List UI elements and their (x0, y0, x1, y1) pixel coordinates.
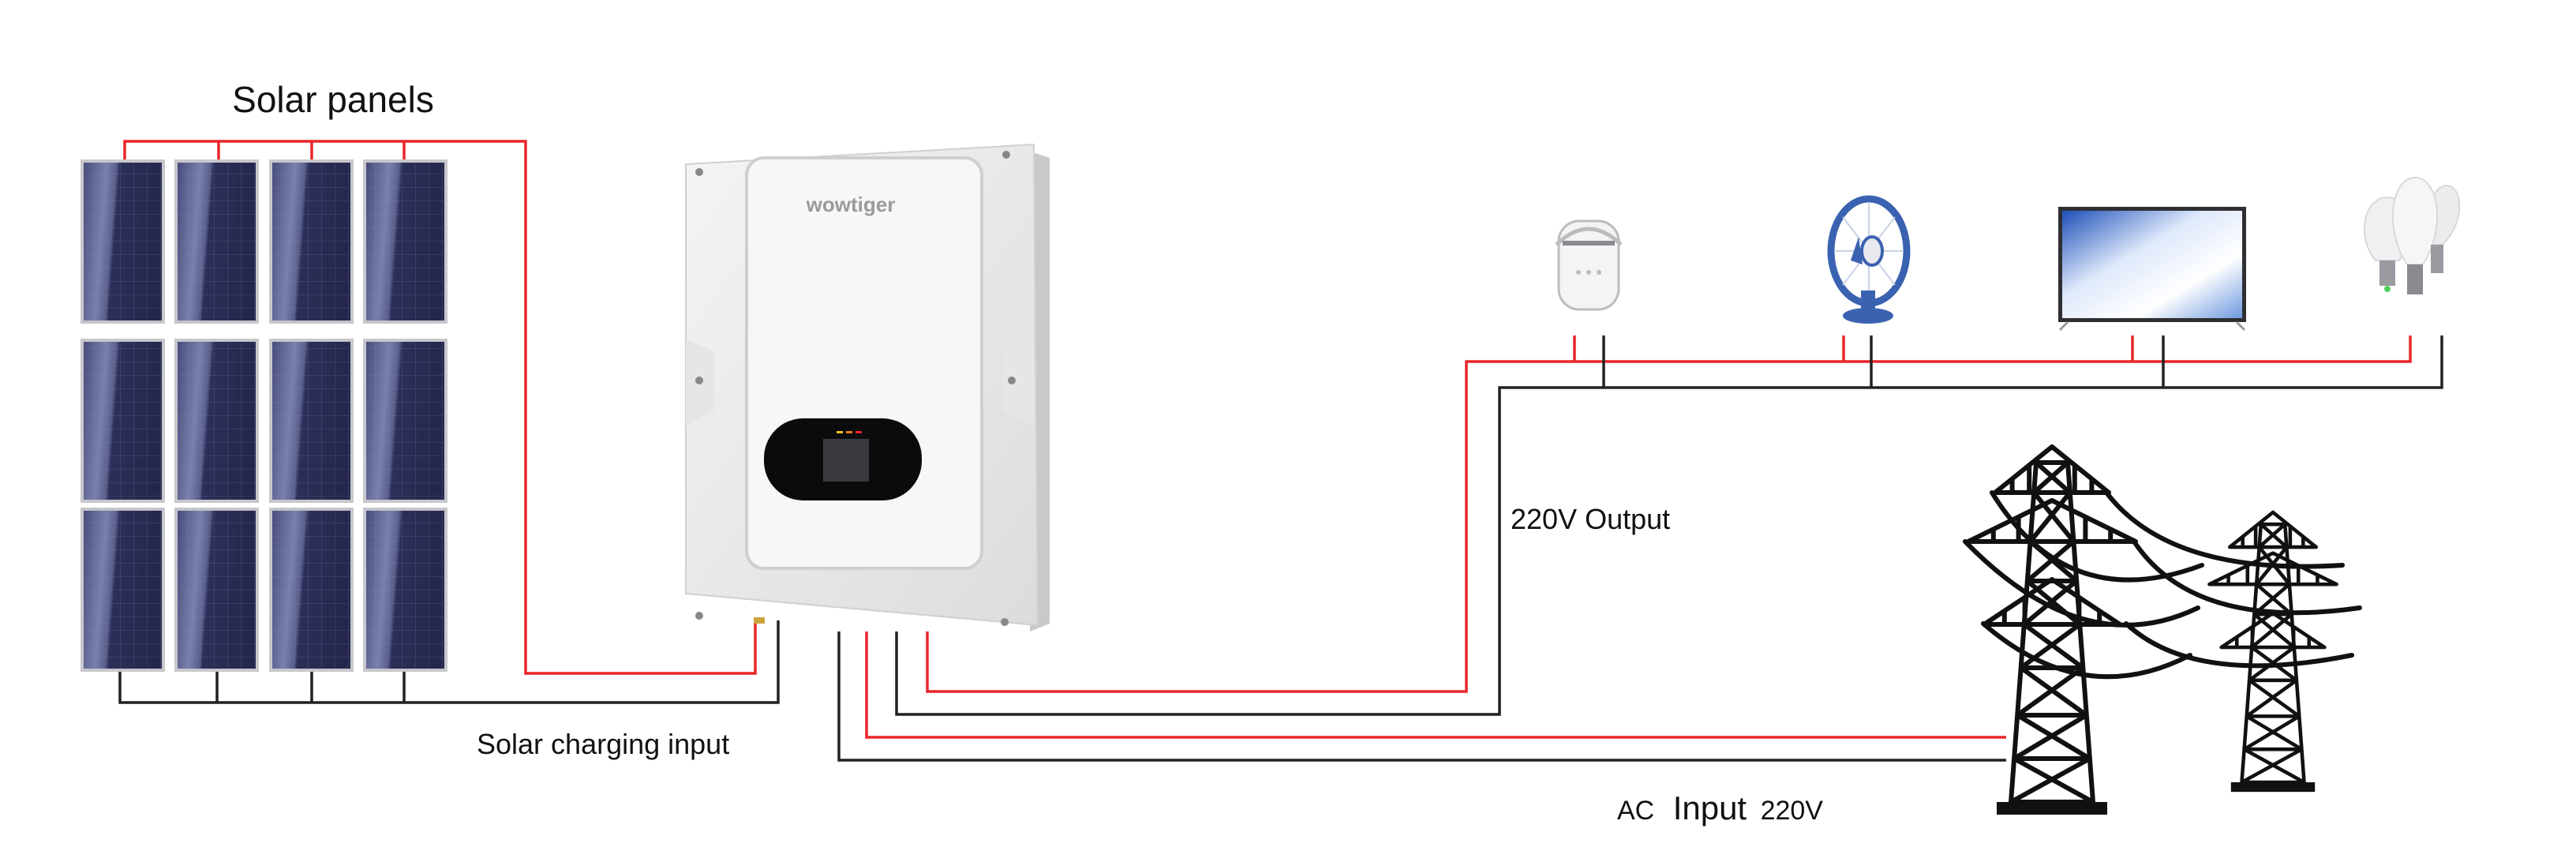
solar-panel (174, 339, 259, 503)
solar-panel (269, 339, 354, 503)
solar-panel (363, 339, 447, 503)
solar-panel (174, 159, 259, 324)
transmission-tower-small (2207, 510, 2338, 793)
solar-positive-wiring (123, 140, 757, 675)
rice-cooker-icon (1555, 219, 1623, 311)
solar-panel (363, 508, 447, 672)
solar-charging-input-label: Solar charging input (477, 728, 729, 760)
inverter: wowtiger (685, 143, 1050, 632)
light-bulbs-icon (2363, 176, 2461, 294)
output-label: 220V Output (1511, 503, 1670, 535)
tower-lattice (1966, 444, 2138, 804)
ac-prefix: AC (1617, 796, 1654, 826)
inverter-brand-logo: wowtiger (806, 193, 896, 216)
solar-panel (269, 508, 354, 672)
ac-voltage: 220V (1761, 796, 1824, 826)
transmission-tower-large (1966, 444, 2138, 815)
solar-panel (363, 159, 447, 324)
solar-panel-array (80, 159, 447, 672)
output-positive-wiring (926, 335, 2412, 693)
solar-negative-wiring (118, 620, 780, 704)
tower-base (1997, 802, 2107, 815)
ac-input-negative-wire (837, 632, 2006, 762)
tower-lattice (2207, 510, 2338, 785)
solar-panel (80, 508, 165, 672)
ac-input-word: Input (1673, 789, 1747, 826)
solar-panel (174, 508, 259, 672)
ac-input-label: AC Input 220V (1617, 789, 1823, 826)
inverter-lcd-screen (823, 439, 869, 482)
solar-panel (269, 159, 354, 324)
output-negative-wiring (895, 335, 2443, 716)
desk-fan-icon (1827, 195, 1911, 324)
television-icon (2058, 207, 2246, 332)
solar-panels-label: Solar panels (232, 79, 434, 120)
solar-panel (80, 159, 165, 324)
tower-base (2230, 782, 2316, 793)
solar-panel (80, 339, 165, 503)
ac-input-positive-wire (865, 632, 2006, 739)
